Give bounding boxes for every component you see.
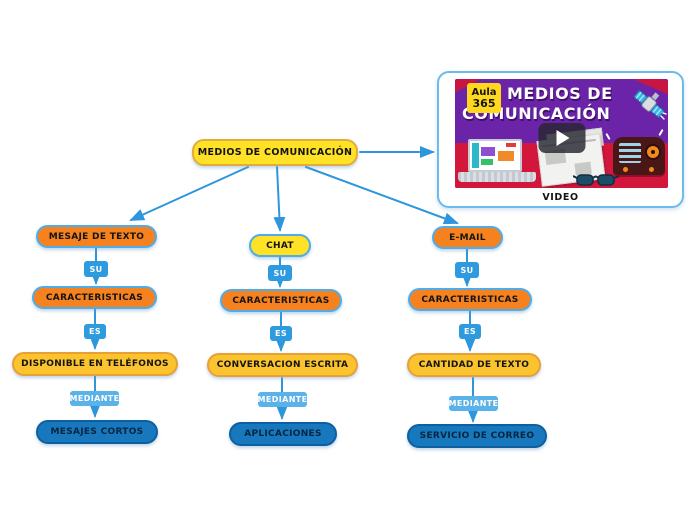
aula365-logo: Aula 365 [467, 83, 501, 113]
relation-label-su[interactable]: SU [84, 261, 108, 277]
relation-label-es[interactable]: ES [459, 324, 481, 339]
laptop-illustration [458, 139, 536, 185]
thumb-title-line1: MEDIOS DE [507, 84, 613, 103]
play-button[interactable] [538, 122, 585, 153]
logo-text-top: Aula [471, 86, 497, 98]
relation-label-su[interactable]: SU [268, 265, 292, 281]
topic-conversacion-escrita[interactable]: CONVERSACION ESCRITA [207, 353, 358, 377]
topic-caracteristicas-email[interactable]: CARACTERISTICAS [408, 288, 532, 311]
relation-label-su[interactable]: SU [455, 262, 479, 278]
logo-text-bottom: 365 [472, 96, 496, 110]
relation-label-mediante[interactable]: MEDIANTE [69, 391, 119, 406]
topic-mesaje-de-texto[interactable]: MESAJE DE TEXTO [36, 225, 157, 248]
sparkle [658, 128, 664, 137]
relation-label-mediante[interactable]: MEDIANTE [257, 392, 307, 407]
sparkle [605, 132, 611, 141]
topic-disponible-en-telefonos[interactable]: DISPONIBLE EN TELÉFONOS [12, 352, 178, 376]
topic-caracteristicas-texto[interactable]: CARACTERISTICAS [32, 286, 157, 309]
topic-mesajes-cortos[interactable]: MESAJES CORTOS [36, 420, 158, 444]
glasses-illustration [573, 174, 619, 186]
satellite-icon [633, 89, 667, 120]
topic-aplicaciones[interactable]: APLICACIONES [229, 422, 337, 446]
radio-illustration [613, 137, 665, 179]
video-thumbnail[interactable]: Aula 365 MEDIOS DE COMUNICACIÓN [455, 79, 668, 188]
topic-servicio-de-correo[interactable]: SERVICIO DE CORREO [407, 424, 547, 448]
topic-email[interactable]: E-MAIL [432, 226, 503, 249]
relation-label-es[interactable]: ES [270, 326, 292, 341]
topic-caracteristicas-chat[interactable]: CARACTERISTICAS [220, 289, 342, 312]
video-attachment-card[interactable]: Aula 365 MEDIOS DE COMUNICACIÓN [437, 71, 684, 208]
video-caption: VIDEO [542, 192, 579, 203]
central-topic[interactable]: MEDIOS DE COMUNICACIÓN [192, 139, 358, 166]
relation-label-es[interactable]: ES [84, 324, 106, 339]
topic-chat[interactable]: CHAT [249, 234, 311, 257]
play-icon [556, 129, 570, 146]
topic-cantidad-de-texto[interactable]: CANTIDAD DE TEXTO [407, 353, 541, 377]
relation-label-mediante[interactable]: MEDIANTE [448, 396, 498, 411]
